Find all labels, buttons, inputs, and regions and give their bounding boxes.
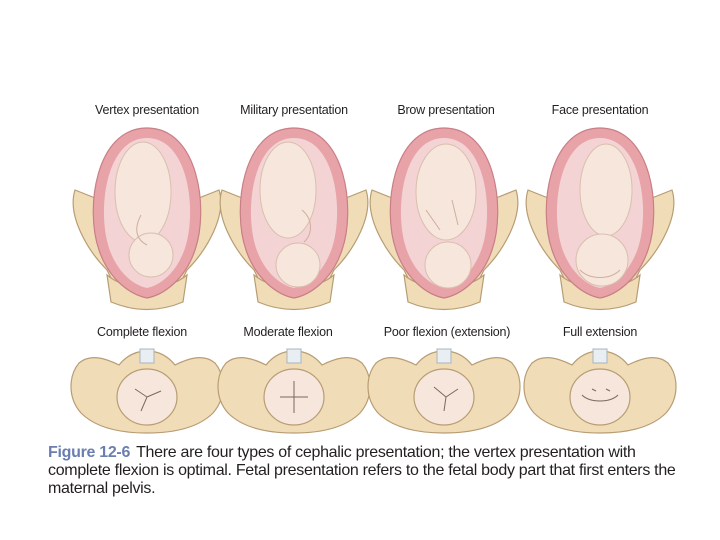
label-moderate-flexion: Moderate flexion — [243, 325, 333, 339]
label-full-extension: Full extension — [562, 325, 638, 339]
label-complete-flexion: Complete flexion — [97, 325, 187, 339]
label-brow-presentation: Brow presentation — [397, 103, 495, 117]
inlet-illustrations — [70, 348, 677, 434]
label-military-presentation: Military presentation — [240, 103, 348, 117]
vertex-illustration — [72, 127, 222, 311]
face-inlet-view — [523, 348, 677, 434]
brow-illustration — [369, 127, 519, 311]
label-face-presentation: Face presentation — [551, 103, 649, 117]
military-illustration — [219, 127, 369, 311]
label-poor-flexion: Poor flexion (extension) — [383, 325, 511, 339]
figure-number: Figure 12-6 — [48, 444, 131, 461]
brow-inlet-view — [367, 348, 521, 434]
military-inlet-view — [217, 348, 371, 434]
vertex-inlet-view — [70, 348, 224, 434]
sagittal-illustrations — [72, 127, 675, 311]
face-illustration — [525, 127, 675, 311]
label-vertex-presentation: Vertex presentation — [95, 103, 199, 117]
right-edge — [711, 0, 720, 540]
caption-text: There are four types of cephalic present… — [48, 444, 676, 497]
